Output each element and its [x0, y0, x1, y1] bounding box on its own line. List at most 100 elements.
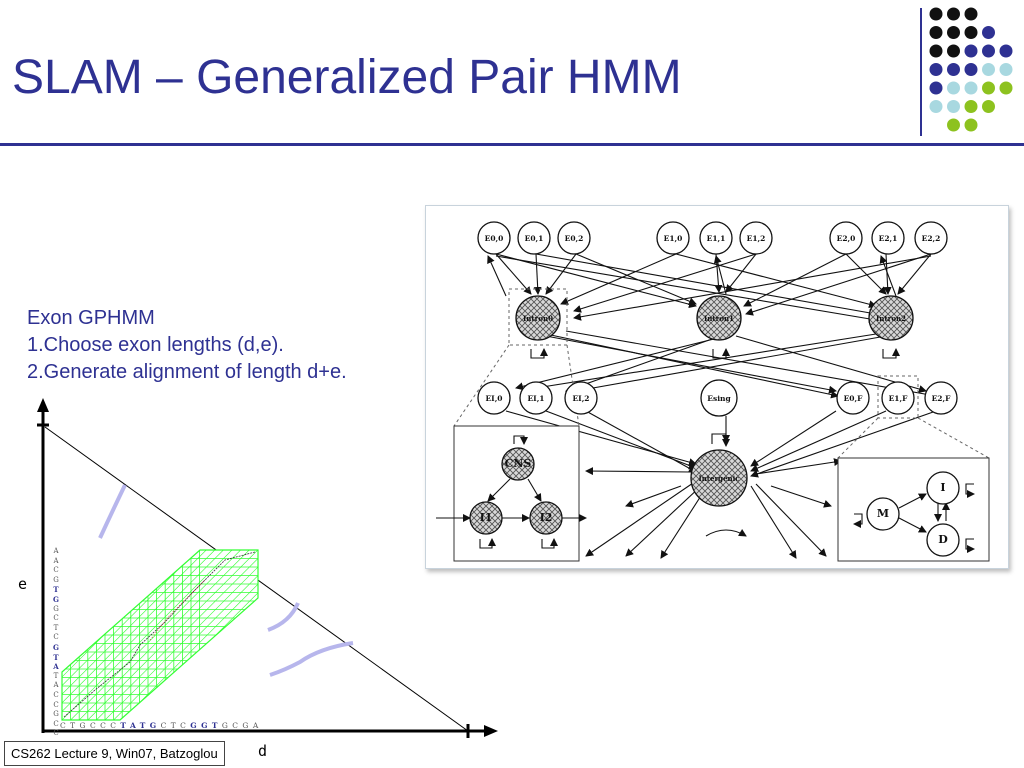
sequence-letter: C [53, 633, 59, 642]
state-label: E0,2 [565, 234, 584, 243]
decorative-dot [947, 100, 960, 113]
alignment-sketch [37, 398, 498, 738]
state-label: E2,F [932, 394, 952, 403]
state-node-intron0 [515, 295, 561, 341]
state-label: E1,2 [747, 234, 766, 243]
x-axis-arrow [484, 725, 498, 737]
state-node-ei0 [477, 381, 511, 415]
decorative-dot [929, 7, 943, 21]
state-node-e11 [699, 221, 733, 255]
decorative-dot [964, 63, 978, 76]
sequence-letter: G [53, 710, 59, 719]
state-label: E2,1 [879, 234, 898, 243]
state-node-e02 [557, 221, 591, 255]
sequence-letter: T [139, 721, 150, 730]
axis-label-e: e [18, 575, 28, 593]
state-label: E1,F [889, 394, 909, 403]
state-label: I [940, 481, 945, 494]
state-node-e01 [517, 221, 551, 255]
sequence-letter: T [53, 671, 59, 680]
horizontal-sequence: CTGCCCTATGCTCGGTGCGA [60, 721, 263, 730]
state-label: I2 [540, 511, 553, 524]
decorative-dot [929, 44, 943, 58]
corner-rule [920, 8, 922, 136]
sequence-letter: G [79, 721, 90, 730]
decorative-dot [982, 100, 995, 113]
state-label: Esing [707, 394, 731, 403]
state-node-cns [501, 447, 535, 481]
axis-label-d: d [258, 742, 268, 760]
state-node-e20 [829, 221, 863, 255]
sequence-letter: C [232, 721, 243, 730]
sequence-letter: A [129, 721, 140, 730]
decorative-dot [929, 26, 943, 39]
sequence-letter: T [53, 585, 59, 595]
sequence-letter: T [120, 721, 130, 730]
sequence-letter: T [53, 623, 59, 632]
sequence-letter: G [242, 721, 253, 730]
sequence-letter: A [53, 662, 59, 672]
sequence-letter: C [60, 721, 71, 730]
decorative-dot [982, 63, 995, 76]
state-node-ei2 [564, 381, 598, 415]
sequence-letter: G [201, 721, 212, 730]
state-node-m [866, 497, 900, 531]
state-node-intron2 [868, 295, 914, 341]
decorative-dot [999, 63, 1013, 76]
state-label: Intron2 [876, 314, 906, 323]
decorative-dot [982, 44, 995, 58]
decorative-dot [947, 63, 960, 76]
sequence-letter: G [190, 721, 202, 730]
decorative-dot [982, 81, 995, 95]
state-node-d [926, 523, 960, 557]
title-rule [0, 143, 1024, 146]
sequence-letter: G [53, 594, 59, 604]
state-label: Intron0 [523, 314, 553, 323]
state-node-i [926, 471, 960, 505]
sequence-letter: C [53, 614, 59, 623]
sequence-letter: C [53, 719, 59, 728]
transition-edges [487, 253, 937, 559]
decorative-dot [964, 44, 978, 58]
inset-box-intron [453, 425, 580, 562]
state-label: E1,1 [707, 234, 726, 243]
sequence-letter: G [221, 721, 233, 730]
state-label: M [877, 507, 889, 520]
sequence-letter: C [53, 729, 59, 738]
decorative-dot [947, 7, 960, 21]
state-node-i1 [469, 501, 503, 535]
state-node-ei1 [519, 381, 553, 415]
state-node-intron1 [696, 295, 742, 341]
decorative-dot [964, 81, 978, 95]
body-line: 2.Generate alignment of length d+e. [27, 361, 347, 383]
state-label: Intergenic [698, 474, 739, 483]
state-label: E1,0 [664, 234, 683, 243]
decorative-dot [964, 118, 978, 132]
state-label: CNS [505, 457, 532, 470]
state-label: I1 [480, 511, 493, 524]
slide-title: SLAM – Generalized Pair HMM [12, 51, 682, 104]
curve-mark [267, 602, 300, 632]
sequence-letter: G [149, 721, 161, 730]
state-node-i2 [529, 501, 563, 535]
decorative-dot [947, 118, 960, 132]
sequence-letter: A [53, 547, 59, 555]
body-line: Exon GPHMM [27, 307, 155, 329]
sequence-letter: T [170, 721, 181, 730]
decorative-dot [947, 26, 960, 39]
decorative-dot [929, 100, 943, 113]
state-node-e1f [881, 381, 915, 415]
y-axis-arrow [37, 398, 49, 412]
curve-mark [98, 484, 127, 539]
decorative-dot [929, 63, 943, 76]
state-label: Intron1 [704, 314, 734, 323]
state-label: E2,2 [922, 234, 941, 243]
state-node-e0f [836, 381, 870, 415]
sequence-letter: T [70, 721, 80, 730]
body-line: 1.Choose exon lengths (d,e). [27, 334, 284, 356]
sequence-letter: A [53, 556, 59, 565]
